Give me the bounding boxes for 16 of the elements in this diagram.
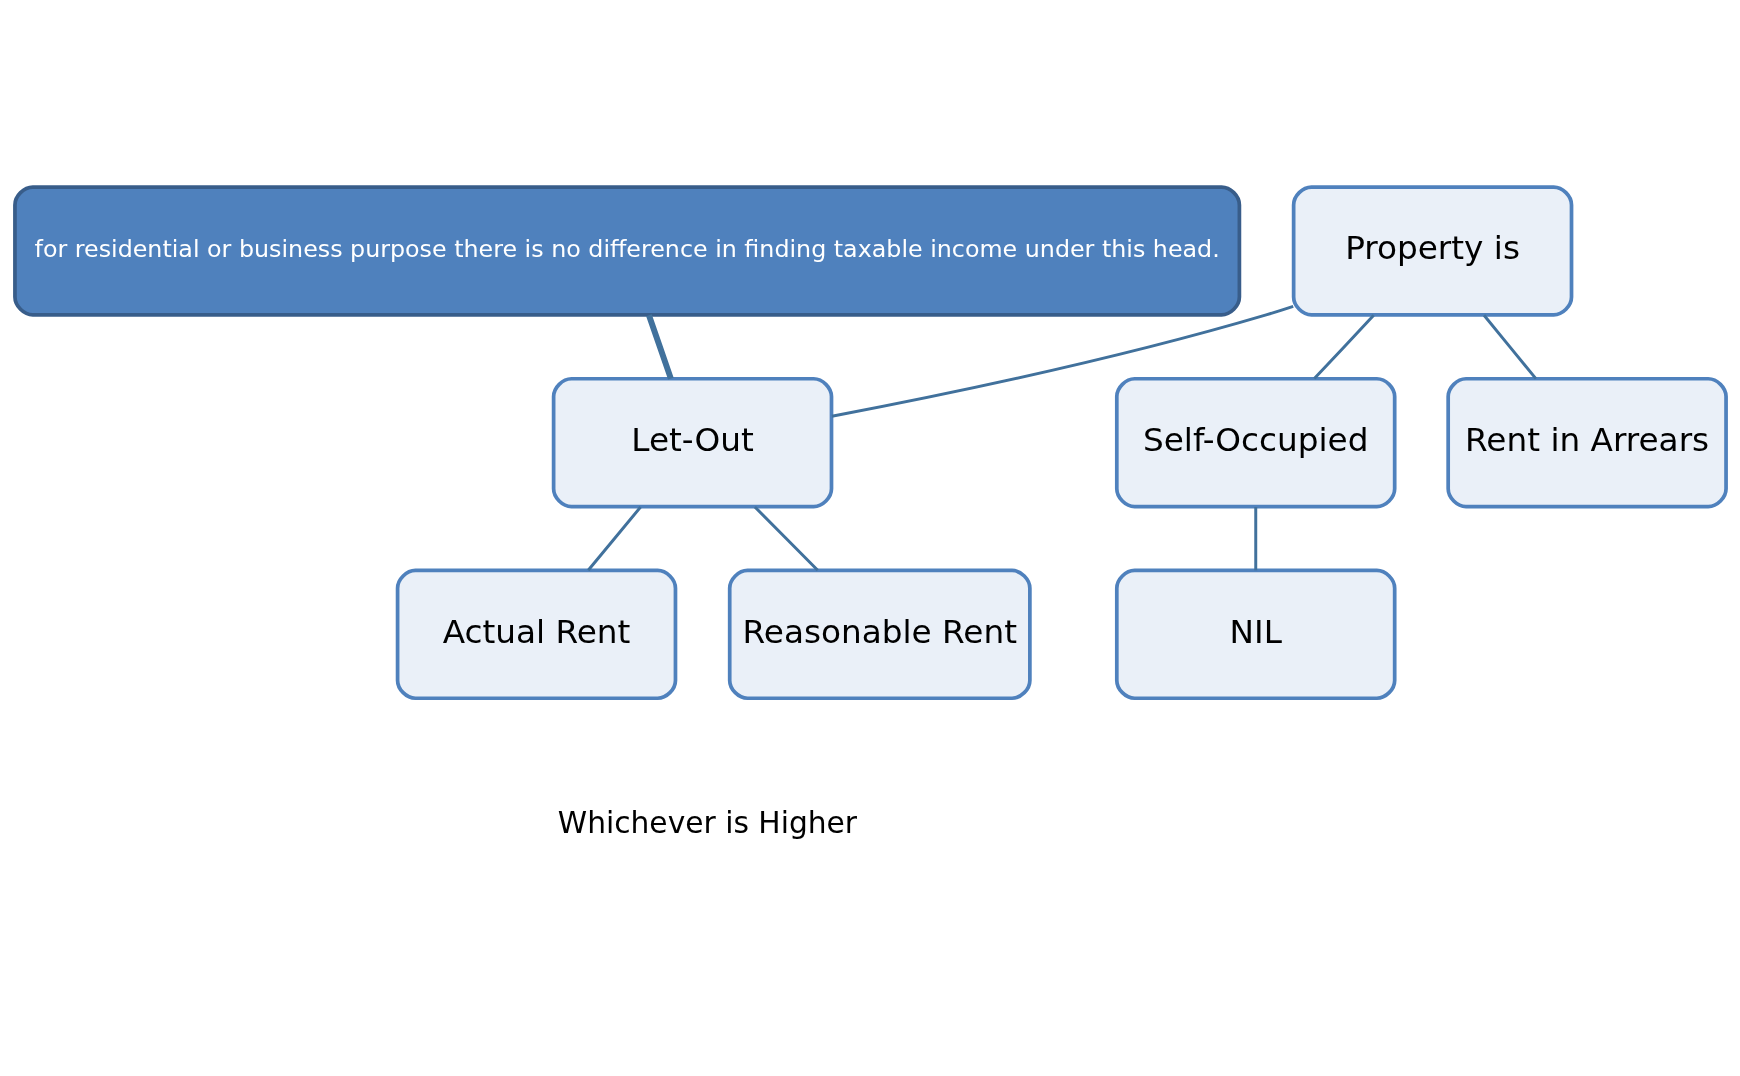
node-box: Let-Out (551, 376, 833, 508)
connector (1482, 313, 1537, 380)
node-box: Reasonable Rent (727, 568, 1032, 700)
node-box: Self-Occupied (1114, 376, 1397, 508)
connector (1312, 313, 1375, 380)
node-box: for residential or business purpose there is no difference in finding taxable income under this head. (12, 184, 1241, 317)
node-box: NIL (1114, 568, 1397, 700)
connector (831, 304, 1294, 418)
connector (586, 505, 642, 571)
connector (753, 505, 819, 571)
node-box: Property is (1291, 184, 1573, 317)
node-box: Rent in Arrears (1445, 376, 1728, 508)
node-box: Actual Rent (395, 568, 677, 700)
connector (1253, 506, 1257, 570)
connector (645, 313, 674, 380)
label: Whichever is Higher (557, 804, 857, 840)
